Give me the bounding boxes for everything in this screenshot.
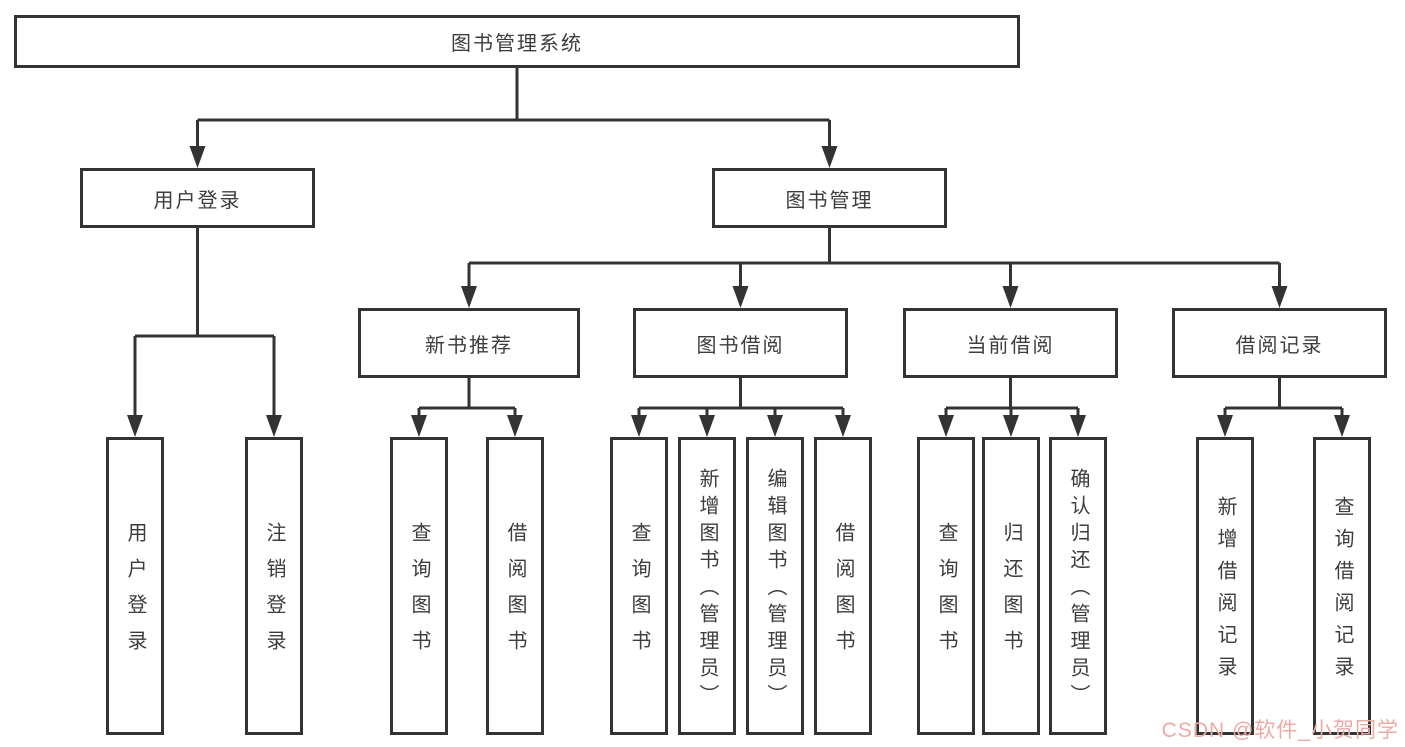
- leaf-borrow-books-recommend: 借阅图书: [486, 437, 544, 735]
- node-label: 新增图书（管理员）: [696, 468, 718, 711]
- node-label: 归还图书: [1000, 522, 1022, 666]
- leaf-confirm-return-admin: 确认归还（管理员）: [1049, 437, 1107, 735]
- connector-user-login: [127, 228, 282, 437]
- node-label: 查询图书: [408, 522, 430, 666]
- node-borrowing-records: 借阅记录: [1172, 308, 1387, 378]
- leaf-return-books: 归还图书: [982, 437, 1040, 735]
- node-label: 查询图书: [935, 522, 957, 666]
- leaf-query-books-current: 查询图书: [917, 437, 975, 735]
- node-label: 新书推荐: [425, 334, 513, 357]
- leaf-query-books-borrowing: 查询图书: [610, 437, 668, 735]
- node-label: 图书管理系统: [451, 33, 583, 55]
- leaf-edit-books-admin: 编辑图书（管理员）: [746, 437, 804, 735]
- node-label: 新增借阅记录: [1214, 496, 1236, 688]
- node-label: 借阅图书: [504, 522, 526, 666]
- connector-borrowing-records: [1217, 378, 1350, 437]
- node-book-borrowing: 图书借阅: [633, 308, 848, 378]
- connector-new-book-recommend: [411, 378, 523, 437]
- node-label: 确认归还（管理员）: [1067, 468, 1089, 711]
- node-label: 用户登录: [124, 522, 146, 666]
- node-label: 图书管理: [785, 189, 874, 212]
- node-current-borrowing: 当前借阅: [903, 308, 1118, 378]
- node-new-book-recommend: 新书推荐: [358, 308, 580, 378]
- leaf-add-books-admin: 新增图书（管理员）: [678, 437, 736, 735]
- leaf-logout: 注销登录: [245, 437, 303, 735]
- csdn-watermark: CSDN @软件_小贺同学: [1161, 719, 1399, 742]
- node-label: 借阅记录: [1235, 334, 1324, 357]
- node-label: 当前借阅: [966, 334, 1055, 357]
- node-label: 查询图书: [628, 522, 650, 666]
- node-label: 注销登录: [263, 522, 285, 666]
- node-root: 图书管理系统: [14, 15, 1020, 68]
- node-label: 编辑图书（管理员）: [764, 468, 786, 711]
- connector-book-borrowing: [631, 378, 851, 437]
- node-label: 用户登录: [153, 189, 242, 212]
- leaf-query-borrow-record: 查询借阅记录: [1313, 437, 1371, 735]
- leaf-borrow-books-borrowing: 借阅图书: [814, 437, 872, 735]
- leaf-query-books-recommend: 查询图书: [390, 437, 448, 735]
- node-label: 查询借阅记录: [1331, 496, 1353, 688]
- node-label: 图书借阅: [696, 334, 785, 357]
- leaf-user-login: 用户登录: [106, 437, 164, 735]
- node-book-management: 图书管理: [712, 168, 947, 228]
- connector-root: [189, 68, 838, 168]
- connector-book-management: [461, 228, 1288, 308]
- connector-current-borrowing: [938, 378, 1086, 437]
- node-label: 借阅图书: [832, 522, 854, 666]
- node-user-login: 用户登录: [80, 168, 315, 228]
- leaf-add-borrow-record: 新增借阅记录: [1196, 437, 1254, 735]
